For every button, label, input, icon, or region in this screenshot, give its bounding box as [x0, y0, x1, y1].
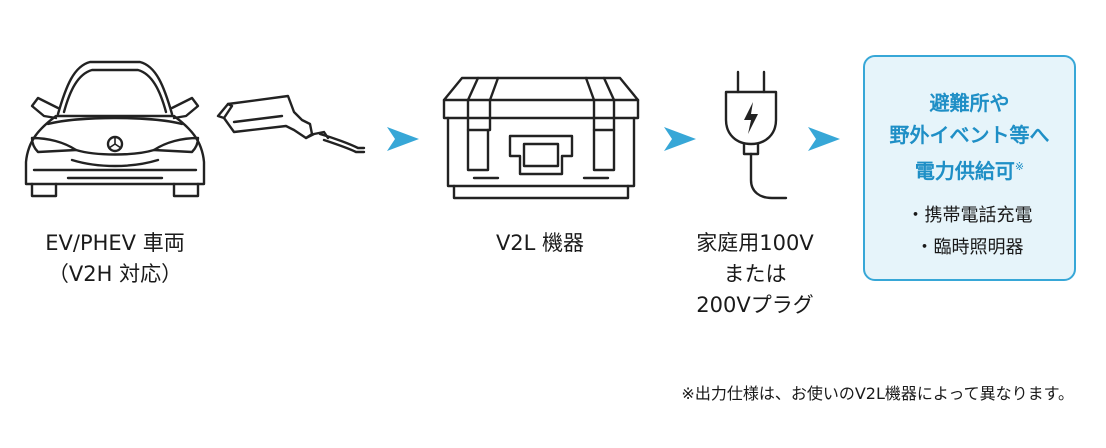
arrow-right-icon [808, 127, 840, 151]
result-title-line1: 避難所や [929, 91, 1010, 115]
plug-label-line3: 200Vプラグ [696, 293, 814, 317]
vehicle-label: EV/PHEV 車両 （V2H 対応） [0, 228, 230, 290]
plug-label-line1: 家庭用100V [696, 231, 814, 255]
arrow-right-icon [664, 127, 696, 151]
result-box: 避難所や 野外イベント等へ 電力供給可※ ・携帯電話充電 ・臨時照明器 [863, 55, 1076, 281]
result-title: 避難所や 野外イベント等へ 電力供給可※ [865, 87, 1074, 187]
car-front-icon [24, 60, 206, 198]
result-title-line3-text: 電力供給可 [914, 159, 1015, 183]
result-title-mark: ※ [1014, 160, 1025, 173]
list-item: ・臨時照明器 [915, 237, 1024, 258]
result-title-line2: 野外イベント等へ [889, 123, 1050, 147]
device-label: V2L 機器 [440, 228, 640, 259]
plug-label: 家庭用100V または 200Vプラグ [670, 228, 840, 321]
result-title-line3: 電力供給可※ [865, 151, 1074, 187]
result-list: ・携帯電話充電 ・臨時照明器 [865, 200, 1074, 264]
plug-label-line2: または [723, 262, 787, 286]
vehicle-label-line1: EV/PHEV 車両 [45, 231, 185, 255]
power-plug-icon [724, 70, 788, 200]
charging-connector-icon [216, 94, 366, 154]
device-label-line1: V2L 機器 [495, 231, 585, 255]
arrow-right-icon [387, 127, 419, 151]
list-item: ・携帯電話充電 [906, 205, 1033, 226]
footnote: ※出力仕様は、お使いのV2L機器によって異なります。 [681, 384, 1074, 403]
v2l-device-case-icon [442, 76, 640, 200]
vehicle-label-line2: （V2H 対応） [47, 262, 183, 286]
